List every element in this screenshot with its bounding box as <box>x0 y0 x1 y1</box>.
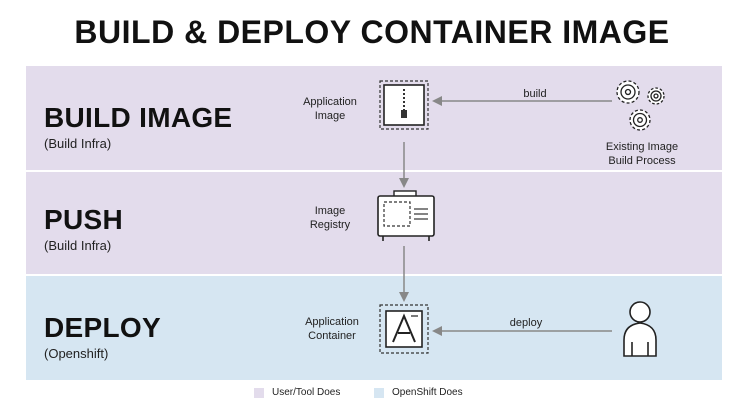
legend-label-openshift: OpenShift Does <box>392 387 463 398</box>
stage-title-push: PUSH <box>44 204 123 235</box>
person-icon <box>623 301 657 357</box>
container-icon <box>379 304 429 354</box>
node-label-app-container: Application Container <box>305 316 359 342</box>
image-icon <box>379 80 429 130</box>
stage-subtitle-deploy: (Openshift) <box>44 346 109 361</box>
legend-swatch-openshift <box>374 387 384 398</box>
legend-swatch-user-tool <box>254 387 264 398</box>
band-deploy <box>26 276 722 380</box>
stage-title-deploy: DEPLOY <box>44 312 161 343</box>
legend-user-tool: User/Tool Does <box>254 387 340 398</box>
legend-label-user-tool: User/Tool Does <box>272 387 341 398</box>
gears-icon <box>616 80 665 131</box>
band-push <box>26 172 722 274</box>
band-build <box>26 66 722 170</box>
edge-label-build: build <box>523 88 547 100</box>
stage-subtitle-push: (Build Infra) <box>44 238 112 253</box>
stage-subtitle-build: (Build Infra) <box>44 136 112 151</box>
node-label-existing-build: Existing Image Build Process <box>605 141 679 167</box>
stage-title-build: BUILD IMAGE <box>44 102 233 133</box>
node-label-app-image: Application Image <box>303 96 357 122</box>
legend-openshift: OpenShift Does <box>374 387 463 398</box>
diagram-title: BUILD & DEPLOY CONTAINER IMAGE <box>74 14 670 50</box>
edge-label-deploy: deploy <box>509 317 543 329</box>
node-label-registry: Image Registry <box>309 205 351 231</box>
registry-icon <box>377 190 435 241</box>
